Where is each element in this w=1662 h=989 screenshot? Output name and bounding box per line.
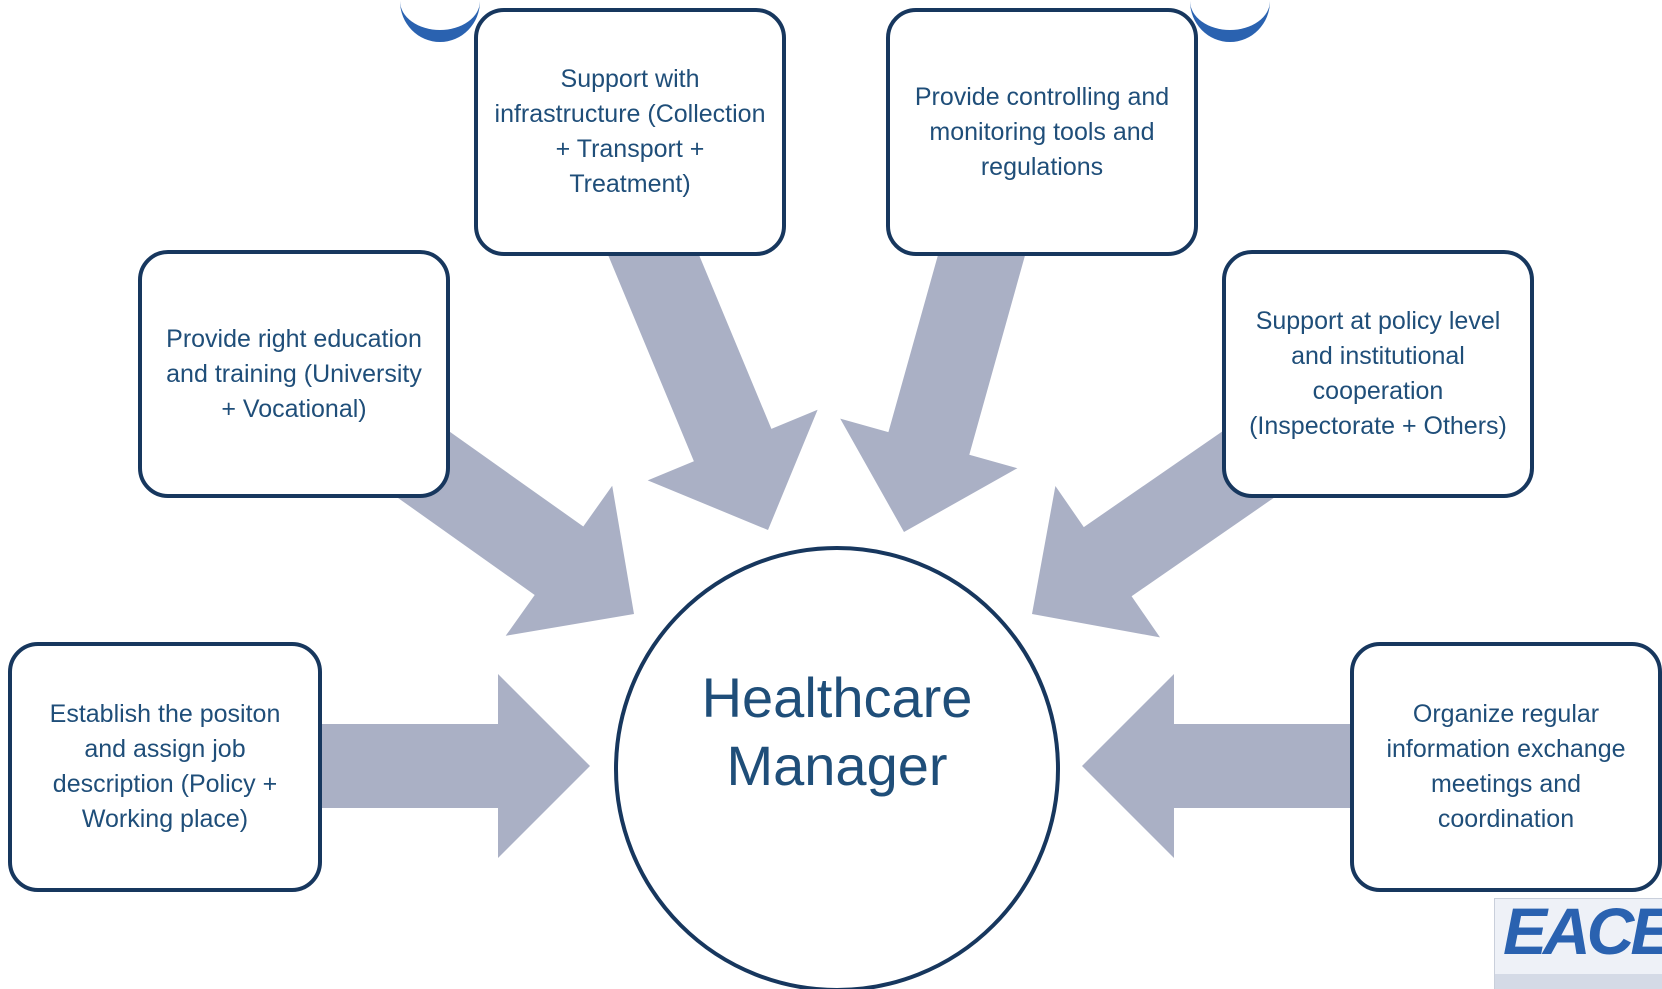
- center-label: Healthcare Manager: [701, 666, 973, 797]
- arrow-monitoring: [840, 220, 1029, 532]
- center-node: Healthcare Manager: [614, 546, 1060, 989]
- box-education-label: Provide right education and training (Un…: [166, 324, 422, 423]
- eacea-logo: EACEA: [1494, 898, 1662, 989]
- box-policy: Support at policy level and institutiona…: [1222, 250, 1534, 498]
- box-meetings-label: Organize regular information exchange me…: [1386, 700, 1626, 833]
- box-meetings: Organize regular information exchange me…: [1350, 642, 1662, 892]
- box-education: Provide right education and training (Un…: [138, 250, 450, 498]
- box-position: Establish the positon and assign job des…: [8, 642, 322, 892]
- arrow-position: [322, 674, 590, 858]
- box-monitoring-label: Provide controlling and monitoring tools…: [914, 82, 1170, 181]
- box-infrastructure-label: Support with infrastructure (Collection …: [494, 65, 766, 198]
- eacea-logo-text: EACEA: [1503, 898, 1662, 968]
- box-monitoring: Provide controlling and monitoring tools…: [886, 8, 1198, 256]
- box-policy-label: Support at policy level and institutiona…: [1249, 307, 1507, 440]
- arrow-meetings: [1082, 674, 1350, 858]
- box-infrastructure: Support with infrastructure (Collection …: [474, 8, 786, 256]
- eacea-logo-strip: [1495, 974, 1662, 989]
- arrow-infrastructure: [605, 215, 818, 530]
- box-position-label: Establish the positon and assign job des…: [49, 700, 281, 833]
